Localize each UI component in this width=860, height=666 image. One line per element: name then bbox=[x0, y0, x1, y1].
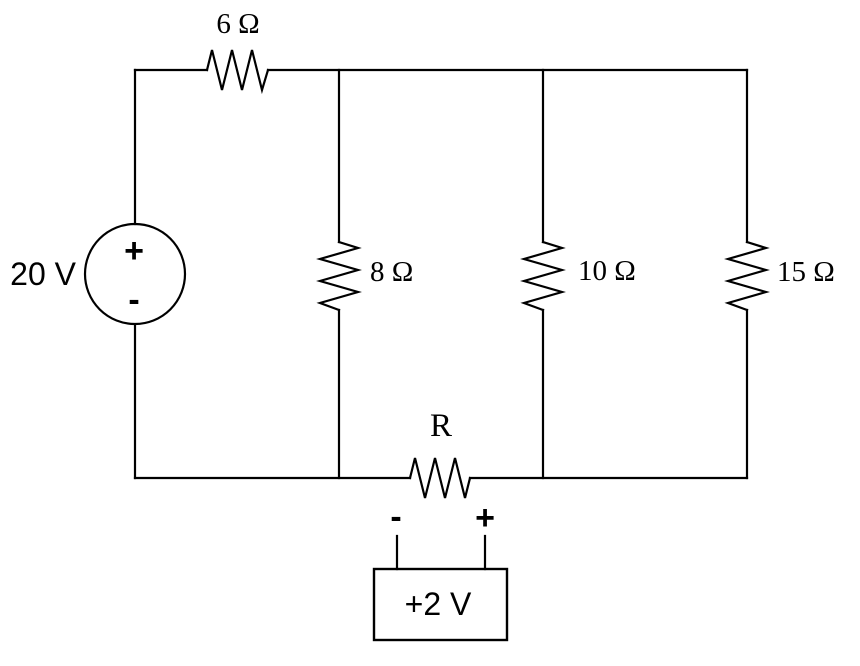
resistor-R-label: R bbox=[430, 408, 452, 444]
voltage-source-symbol bbox=[83, 222, 187, 326]
resistor-6ohm-label: 6 Ω bbox=[216, 8, 259, 40]
measurement-box bbox=[372, 567, 509, 642]
resistor-10ohm-symbol bbox=[520, 240, 566, 312]
resistor-15ohm-symbol bbox=[724, 240, 770, 312]
resistor-10ohm-label: 10 Ω bbox=[578, 255, 636, 287]
measurement-minus-sign: - bbox=[390, 498, 401, 536]
resistor-8ohm-label: 8 Ω bbox=[370, 256, 413, 288]
resistor-6ohm-symbol bbox=[205, 49, 270, 95]
voltage-source-label: 20 V bbox=[10, 256, 76, 292]
resistor-R-symbol bbox=[408, 457, 472, 499]
measurement-leads bbox=[395, 534, 487, 571]
voltage-source-minus-sign: - bbox=[128, 281, 139, 319]
measurement-plus-sign: + bbox=[475, 499, 495, 537]
resistor-15ohm-label: 15 Ω bbox=[777, 256, 835, 288]
measurement-value-label: +2 V bbox=[405, 586, 472, 622]
voltage-source-plus-sign: + bbox=[124, 232, 144, 270]
resistor-8ohm-symbol bbox=[316, 240, 362, 312]
